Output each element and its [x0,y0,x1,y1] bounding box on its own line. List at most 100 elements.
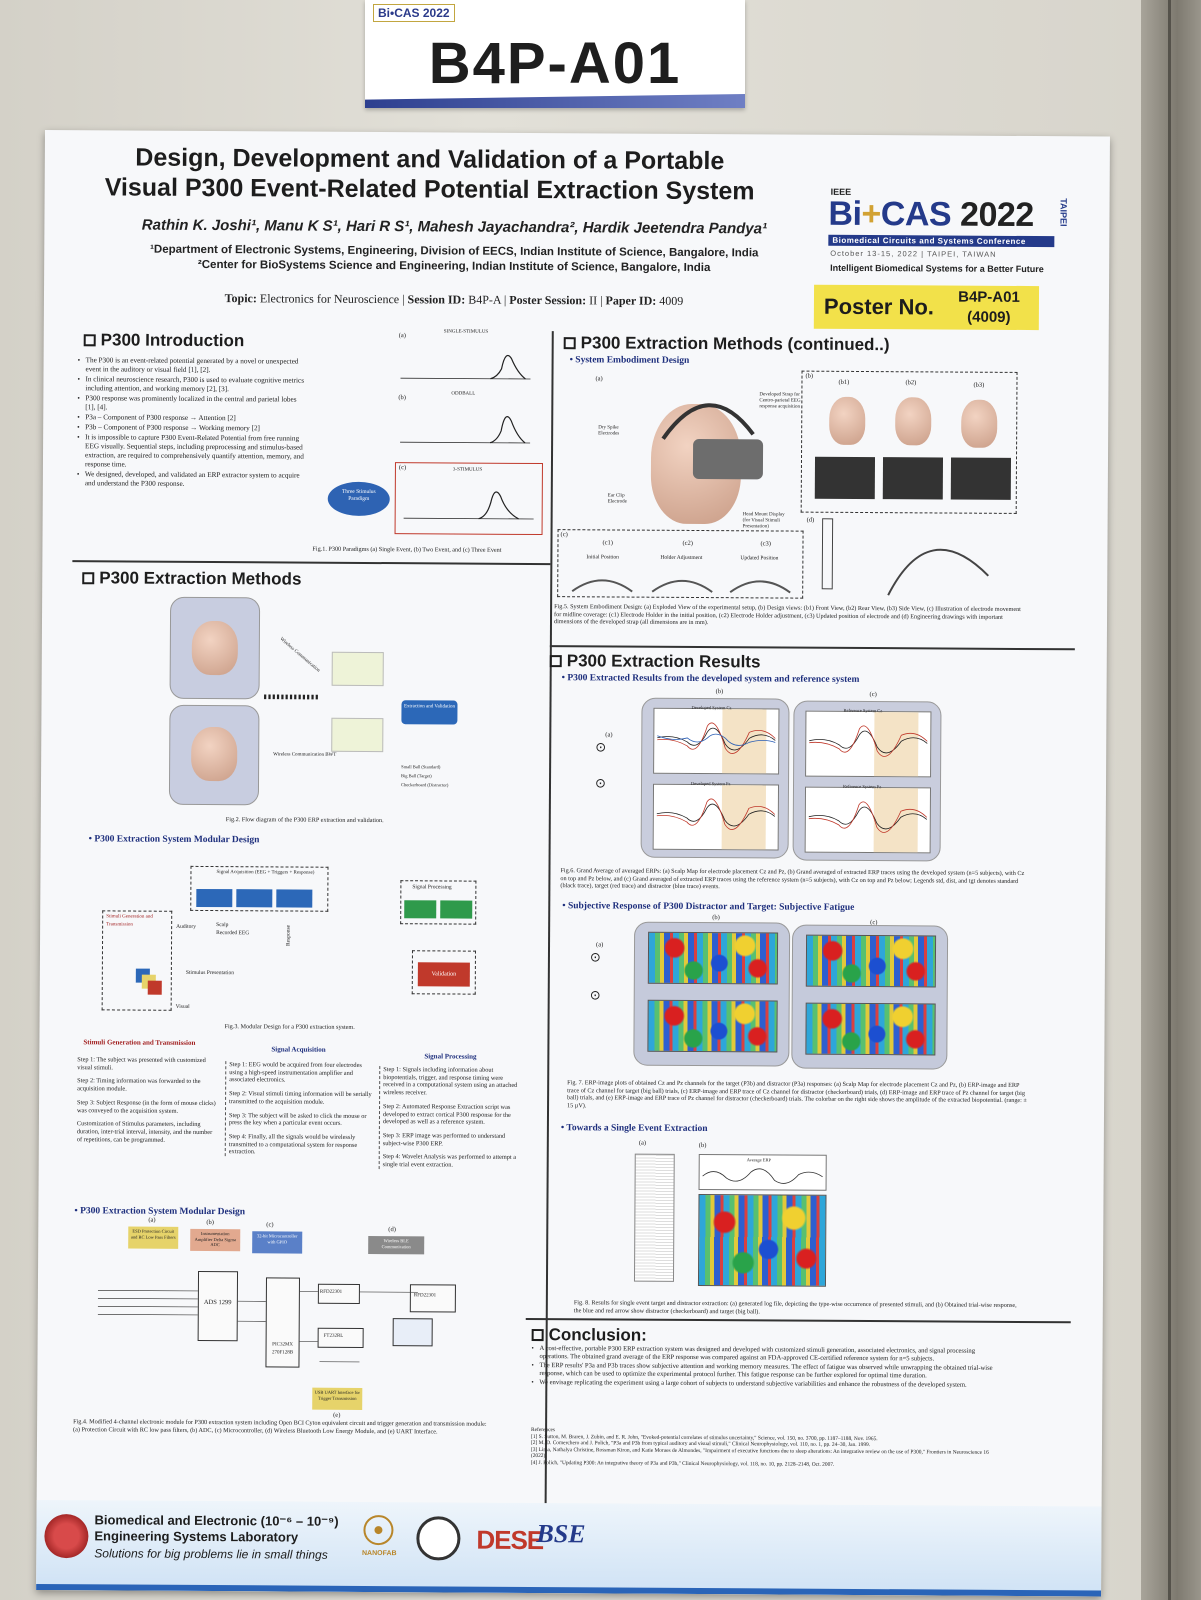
hw-block-a-label: ESD Protection Circuit and RC Low Pass F… [130,1228,176,1240]
erp-image-distractor-pz [805,1002,936,1056]
fig3-response: Response [285,924,292,947]
fig1-erp-trace [489,416,526,444]
fig2-subject-head [191,726,238,782]
fig1-erp-oddball [400,416,531,444]
fig1-axis [400,377,531,380]
fig3-visual: Visual [175,1003,190,1010]
divider [549,645,1075,651]
fig3-scalp: Scalp Recorded EEG [216,922,250,937]
fig5-label-b: (b) [805,372,814,380]
bse-logo: BSE [536,1519,586,1549]
fig1-axis [403,517,534,520]
conf-plus: + [861,194,881,234]
fig5-label-d: (d) [806,516,815,524]
fig5-electrode-arcs [571,579,791,594]
section-checkbox-icon [82,572,95,585]
conclusion-heading-text: Conclusion: [548,1325,647,1345]
fig6-caption: Fig.6. Grand Average of averaged ERPs: (… [560,867,1025,891]
intro-bullet: In clinical neuroscience research, P300 … [77,375,307,394]
fig1-label-c: (c) [398,464,407,472]
results-heading-text: P300 Extraction Results [566,651,761,672]
section-checkbox-icon [563,337,576,350]
divider [525,1317,1071,1324]
fig1-erp-three [403,491,534,520]
fig5-strap-arc [661,403,755,440]
fig3-acq-block [236,889,273,908]
biocas-logo: IEEE Bi+CAS 2022 TAIPEI Biomedical Circu… [804,187,1085,279]
trace-standard [809,730,928,754]
trace-target [656,798,776,830]
fig3-auditory: Auditory [176,923,197,930]
poster-number-id: (4009) [967,308,1011,326]
affiliation-2: ²Center for BioSystems Science and Engin… [197,258,711,275]
conference-subtitle: Biomedical Circuits and Systems Conferen… [828,234,1055,248]
fig5-label-c3: (c3) [760,540,771,548]
results-sub-2: • Subjective Response of P300 Distractor… [562,901,855,913]
section-checkbox-icon [83,334,96,347]
erp-image-distractor-cz [805,934,937,988]
poster-number-label: Poster No. [823,293,935,320]
fig5-label-c2: (c2) [682,539,693,547]
section-checkbox-icon [549,655,562,668]
step-text: Step 2: Automated Response Extraction sc… [382,1102,511,1126]
methods-cont-heading-text: P300 Extraction Methods (continued..) [580,333,890,355]
fig3-stimuli-label: Stimuli Generation and Transmission [106,914,153,928]
poster-number-badge: Poster No. B4P-A01 (4009) [813,284,1040,331]
fig1-erp-single [400,354,531,380]
topic-line: Topic: Electronics for Neuroscience | Se… [224,291,684,308]
fig5-label-c: (c) [560,531,568,539]
intro-bullet: It is impossible to capture P300 Event-R… [77,433,307,470]
fig2-laptop-2 [331,717,384,753]
lab-name: Biomedical and Electronic (10⁻⁶ – 10⁻⁹) … [94,1512,338,1545]
intro-bullet: P3b – Component of P300 response → Worki… [77,423,307,433]
trace-standard [656,803,776,827]
fig6-scalp-map-pz: ⊙ [594,775,606,791]
intro-bullet: P300 response was prominently localized … [77,394,307,413]
fig5-c2-text: Holder Adjustment [660,554,703,562]
trace-target [808,801,928,833]
results-sub-3: • Towards a Single Event Extraction [560,1123,708,1135]
fig2-wireless-2: Wireless Communication BWT [273,752,337,758]
references: References [1] S. Sutton, M. Braren, J. … [531,1427,1001,1469]
poster-title: Design, Development and Validation of a … [75,142,785,206]
board-label: Bi•CAS 2022 B4P-A01 [365,0,745,108]
fig3-caption: Fig.3. Modular Design for a P300 extract… [224,1023,355,1031]
hw-label-a: (a) [148,1216,156,1224]
fig5-head-mount-display [692,438,764,480]
fig3-proc-block [440,900,473,919]
fig5-strap [661,403,755,440]
fig1-axis [400,441,531,444]
fig5-side-view [961,399,998,448]
step-text: Step 4: Finally, all the signals would b… [228,1133,358,1156]
fig1-oddball: ODDBALL [451,391,476,397]
fig8-average-trace [702,1168,823,1184]
step-text: Step 3: Subject Response (in the form of… [76,1099,216,1115]
fig1-erp-trace [478,491,519,520]
title-line-2: Visual P300 Event-Related Potential Extr… [104,173,755,206]
legend-item: Small Ball (Standard) [401,764,441,770]
step-text: Step 4: Wavelet Analysis was performed t… [382,1153,517,1169]
trace-target [657,722,776,754]
fig3-acq-block [276,889,313,908]
board-code: B4P-A01 [428,31,682,96]
fig3-visual-square [147,980,162,995]
hw-block-c-label: 32-bit Microcontroller with GPIO [257,1233,298,1244]
results-heading: P300 Extraction Results [549,651,761,672]
fig6-label-c: (c) [869,691,877,699]
results-sub-1-text: P300 Extracted Results from the develope… [567,673,860,685]
fig5-photo-side [950,457,1012,500]
fig2-legend: Small Ball (Standard) Big Ball (Target) … [401,762,449,789]
fig5-label-c1: (c1) [602,539,613,547]
nanofab-logo-icon [363,1515,394,1546]
intro-heading: P300 Introduction [83,330,244,351]
step-text: Step 2: Visual stimuli timing informatio… [229,1090,372,1106]
fig2-subject-head [191,620,239,676]
conclusion-bullets: A cost-effective, portable P300 ERP extr… [531,1345,1001,1391]
erp-traces [656,722,928,833]
topic-label: Topic: [224,291,257,306]
poster-number-code: B4P-A01 [958,288,1020,306]
fig5-rear-view [895,397,932,446]
poster-footer: Biomedical and Electronic (10⁻⁶ – 10⁻⁹) … [36,1499,1102,1597]
step-text: Step 3: The subject will be asked to cli… [228,1111,367,1128]
board-frame-edge [1168,0,1171,1600]
